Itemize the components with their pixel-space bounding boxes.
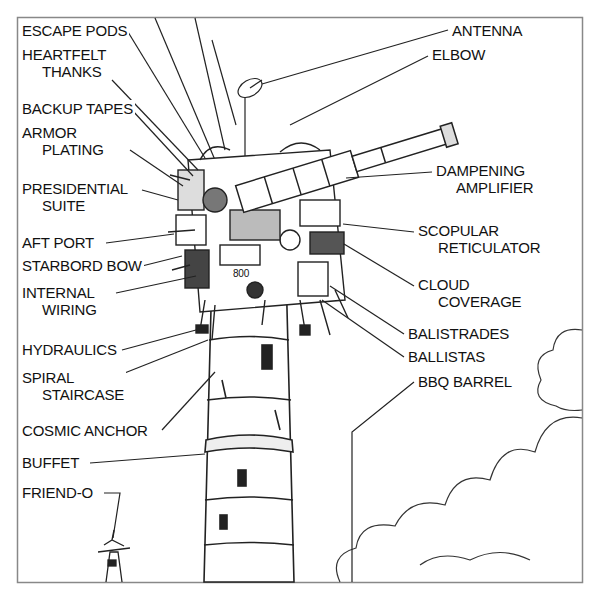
part-label: BALLISTAS	[406, 348, 487, 365]
part-label: INTERNAL WIRING	[20, 284, 99, 318]
part-label: ESCAPE PODS	[20, 22, 129, 39]
part-label: FRIEND-O	[20, 484, 95, 501]
part-label: STARBORD BOW	[20, 257, 144, 274]
part-label: SPIRAL STAIRCASE	[20, 369, 126, 403]
part-label: BBQ BARREL	[416, 373, 514, 390]
part-label: BALISTRADES	[406, 325, 511, 342]
part-label: BACKUP TAPES	[20, 100, 135, 117]
callout-number: 800	[232, 268, 250, 279]
part-label: HEARTFELT THANKS	[20, 46, 108, 80]
part-label: CLOUD COVERAGE	[416, 276, 523, 310]
part-label: HYDRAULICS	[20, 341, 119, 358]
part-label: AFT PORT	[20, 234, 96, 251]
part-label: ELBOW	[430, 46, 487, 63]
part-label: DAMPENING AMPLIFIER	[434, 162, 535, 196]
part-label: ARMOR PLATING	[20, 124, 106, 158]
part-label: SCOPULAR RETICULATOR	[416, 222, 542, 256]
part-label: ANTENNA	[450, 22, 524, 39]
part-label: PRESIDENTIAL SUITE	[20, 180, 130, 214]
part-label: BUFFET	[20, 454, 81, 471]
part-label: COSMIC ANCHOR	[20, 422, 150, 439]
